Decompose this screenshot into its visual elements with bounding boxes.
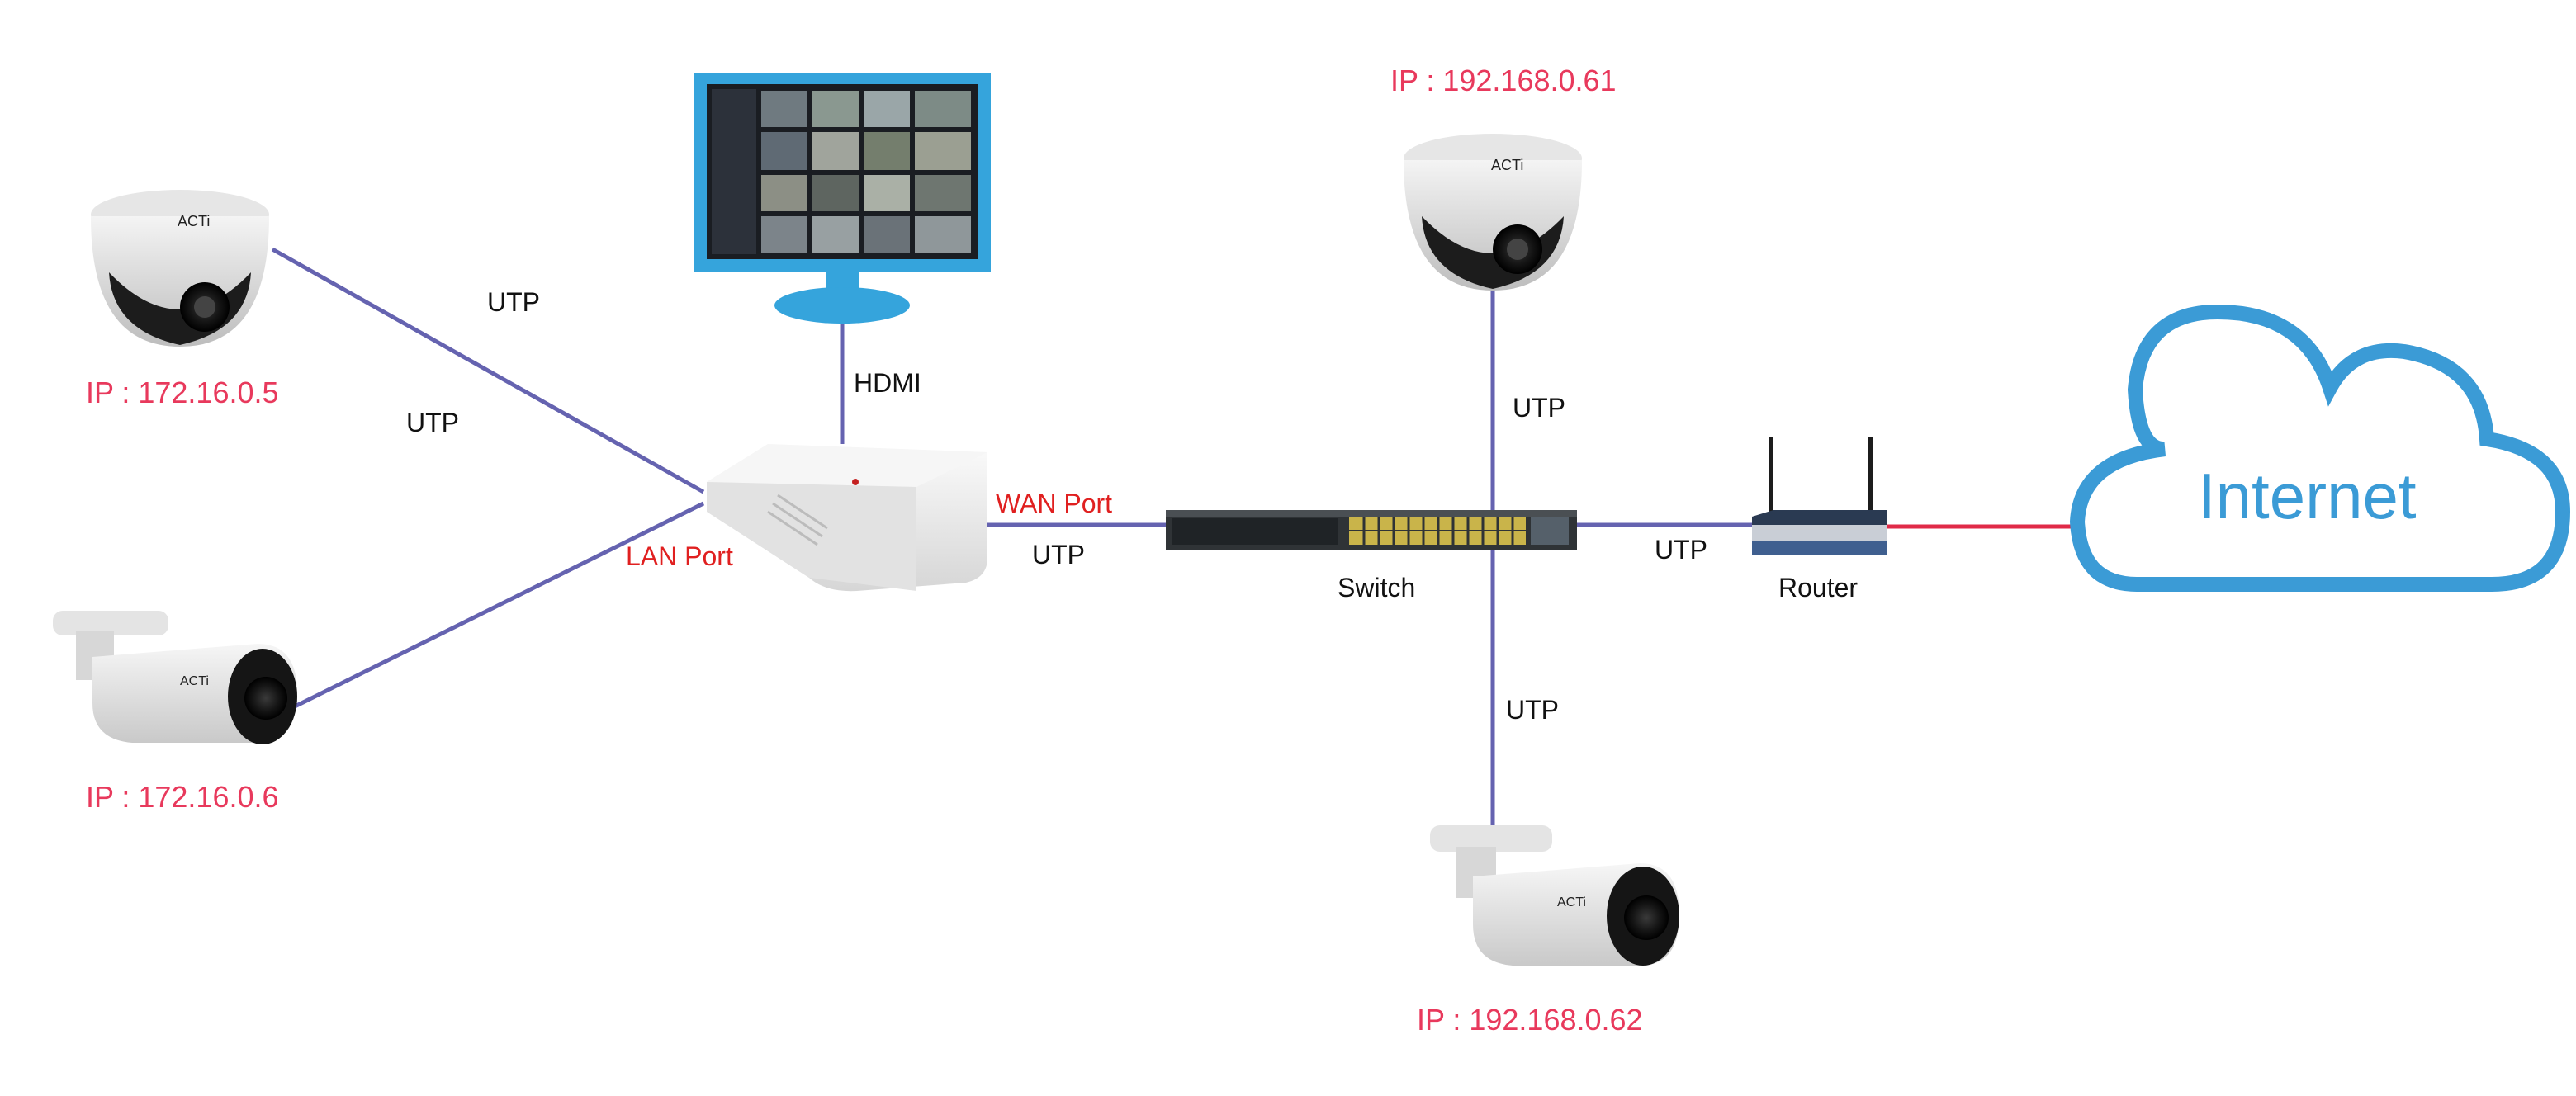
ip-label-dome-left: IP : 172.16.0.5 [86,376,279,409]
internet-label: Internet [2198,460,2417,532]
nvr-icon [707,444,987,592]
bullet-bottom-brand: ACTi [1557,895,1586,909]
router-label: Router [1778,573,1859,602]
connection-lines [271,247,2072,825]
utp-label-router: UTP [1655,535,1707,565]
bullet-camera-bottom: ACTi [1430,825,1679,966]
utp-label-lower-left: UTP [406,408,459,437]
link-bullet-left-nvr [283,501,705,714]
switch-label: Switch [1338,573,1416,602]
wan-port-label: WAN Port [996,489,1113,518]
dome-camera-top: ACTi [1404,134,1582,291]
ip-label-dome-top: IP : 192.168.0.61 [1390,64,1617,97]
dome-top-brand: ACTi [1491,157,1523,173]
hdmi-label: HDMI [854,368,921,398]
cloud-icon [2069,304,2571,592]
monitor-screen-tiles [761,91,971,253]
monitor-icon [694,73,991,324]
utp-label-wan: UTP [1032,540,1085,569]
utp-label-upper-left: UTP [487,287,540,317]
bullet-left-brand: ACTi [180,674,209,688]
switch-icon [1166,510,1577,550]
dome-left-brand: ACTi [178,213,210,229]
link-dome-left-nvr [271,247,705,494]
dome-camera-left: ACTi [91,190,269,347]
lan-port-label: LAN Port [626,541,733,571]
ip-label-bullet-left: IP : 172.16.0.6 [86,780,279,814]
router-icon [1752,437,1887,555]
utp-label-bottom: UTP [1506,695,1559,725]
utp-label-top: UTP [1513,393,1565,423]
ip-label-bullet-bottom: IP : 192.168.0.62 [1417,1003,1643,1037]
bullet-camera-left: ACTi [53,611,297,744]
